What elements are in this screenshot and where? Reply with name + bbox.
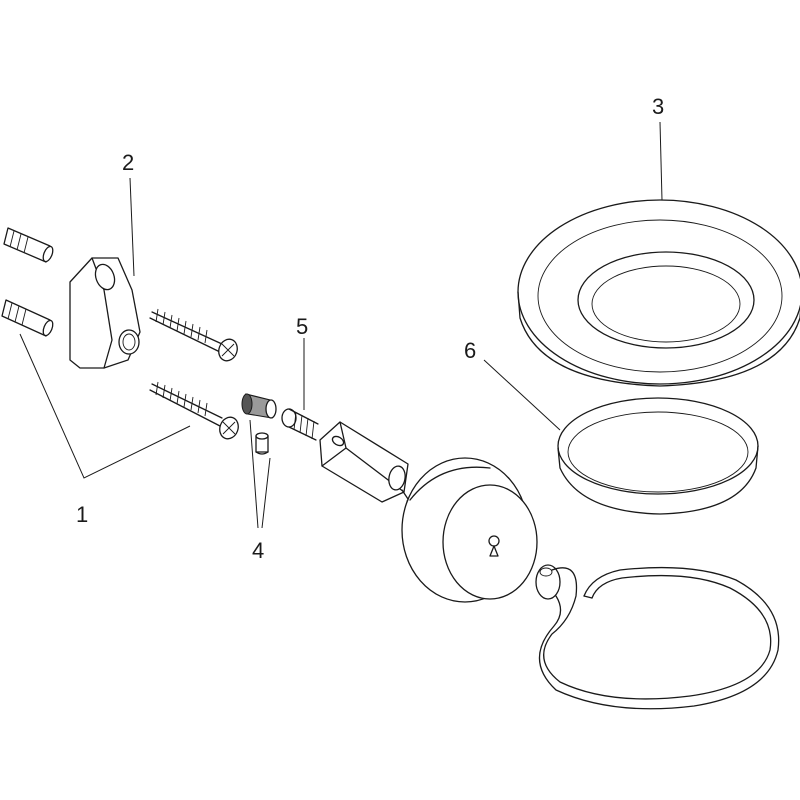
leader-lines xyxy=(19,121,663,529)
wall-plug-lower xyxy=(1,299,54,337)
callout-6: 6 xyxy=(464,338,476,363)
glass-dish xyxy=(517,199,800,387)
screw-lower xyxy=(149,381,239,440)
callout-1: 1 xyxy=(76,502,88,527)
ring-seal xyxy=(557,397,759,515)
holder-base xyxy=(401,457,538,603)
callout-4: 4 xyxy=(252,538,264,563)
callout-2: 2 xyxy=(122,150,134,175)
holder-ring xyxy=(535,564,780,710)
callout-5: 5 xyxy=(296,314,308,339)
screw-upper xyxy=(149,308,238,362)
callout-3: 3 xyxy=(652,94,664,119)
wall-plug-upper xyxy=(3,227,54,263)
cover-cap xyxy=(255,432,269,455)
set-screw-sleeve xyxy=(241,393,277,419)
threaded-stud xyxy=(281,408,414,506)
wall-bracket xyxy=(69,257,141,369)
